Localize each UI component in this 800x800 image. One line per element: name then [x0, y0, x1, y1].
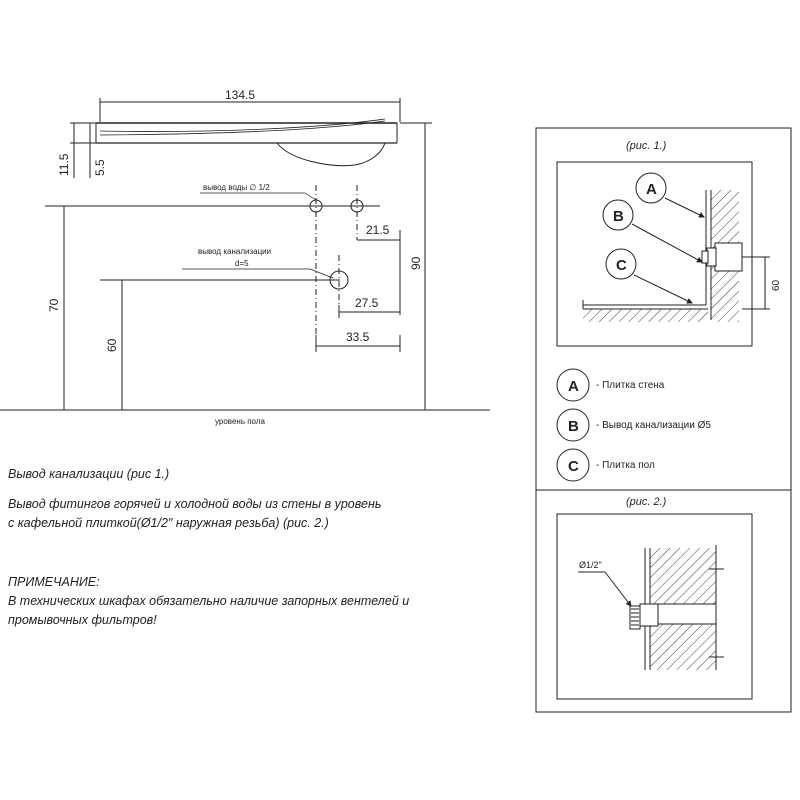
dim-height-water: 70	[47, 298, 61, 312]
fig2-title: (рис. 2.)	[626, 496, 667, 508]
legend-letter-c: C	[568, 458, 579, 475]
dim-thickness: 11.5	[57, 153, 71, 176]
fig2-pipe	[657, 603, 717, 625]
dim-rim: 5.5	[93, 159, 107, 176]
fig1-dim-60: 60	[771, 279, 782, 291]
note-drain-ref: Вывод канализации (рис 1.)	[8, 467, 170, 481]
fig1-marker-b-label: B	[613, 208, 624, 225]
legend-marker-b	[556, 408, 590, 442]
note-fittings-line2: с кафельной плиткой(Ø1/2" наружная резьб…	[8, 516, 329, 530]
fig2-frame	[556, 513, 753, 700]
note-remark-line1: В технических шкафах обязательно наличие…	[8, 594, 410, 608]
drain-outlet-label-1: вывод канализации	[198, 247, 271, 256]
fig1-marker-b	[602, 199, 634, 231]
elevation-drawing	[0, 98, 490, 411]
notes-block: Вывод канализации (рис 1.)	[8, 465, 508, 484]
legend-text-a: - Плитка стена	[596, 380, 665, 391]
legend-text-c: - Плитка пол	[596, 460, 655, 471]
dim-height-total: 90	[409, 256, 423, 270]
notes-fittings: Вывод фитингов горячей и холодной воды и…	[8, 495, 508, 533]
drain-outlet-label-2: d=5	[235, 259, 249, 268]
water-outlet-label: вывод воды ∅ 1/2	[203, 183, 270, 192]
fig1-frame	[556, 161, 753, 347]
fig2-pipe-label: Ø1/2"	[579, 560, 602, 570]
floor-level-label: уровень пола	[215, 417, 266, 426]
panel-frame	[535, 127, 792, 713]
fig1-title: (рис. 1.)	[626, 140, 667, 152]
legend-letter-a: A	[568, 378, 579, 395]
dim-offset-3: 33.5	[346, 330, 370, 344]
fig1-marker-c-label: C	[616, 257, 627, 274]
fig1-marker-a	[635, 172, 667, 204]
notes-remark: ПРИМЕЧАНИЕ: В технических шкафах обязате…	[8, 573, 508, 630]
legend-letter-b: B	[568, 418, 579, 435]
legend-marker-c	[556, 448, 590, 482]
legend-text-b: - Вывод канализации Ø5	[596, 420, 711, 431]
note-fittings-line1: Вывод фитингов горячей и холодной воды и…	[8, 497, 382, 511]
right-panel	[535, 127, 792, 713]
note-title: ПРИМЕЧАНИЕ:	[8, 575, 100, 589]
fig1-marker-a-label: A	[646, 181, 657, 198]
dim-height-drain: 60	[105, 338, 119, 352]
legend-marker-a	[556, 368, 590, 402]
dim-offset-1: 21.5	[366, 223, 390, 237]
dim-width-total: 134.5	[225, 88, 255, 102]
fig1-drain-fitting	[714, 242, 743, 272]
fig1-marker-c	[605, 248, 637, 280]
basin-bowl	[276, 142, 386, 167]
note-remark-line2: промывочных фильтров!	[8, 613, 157, 627]
dim-offset-2: 27.5	[355, 296, 379, 310]
